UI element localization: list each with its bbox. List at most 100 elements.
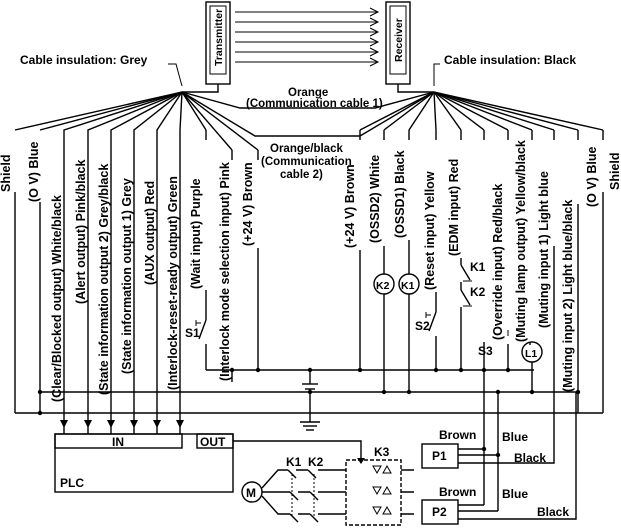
p1-brown-label: Brown (439, 428, 476, 442)
plc-label: PLC (60, 476, 84, 490)
switch-s1: S1 (185, 290, 207, 370)
k2-coil-label: K2 (376, 280, 390, 292)
plc-out-wire (233, 440, 362, 460)
motor-circuit: M K1 K2 (241, 455, 414, 523)
signal-wire (87, 91, 183, 418)
signal-wire (181, 91, 207, 131)
receiver-label: Receiver (393, 18, 405, 62)
light-beams (235, 7, 380, 67)
junction-dots (37, 367, 581, 416)
signal-wire (433, 91, 579, 131)
edm-k1-label: K1 (470, 260, 486, 274)
communication-cable-1 (181, 91, 435, 109)
edm-k2-label: K2 (470, 285, 486, 299)
communication-cable-2 (181, 91, 435, 137)
signal-wire (181, 91, 259, 151)
power-supply (300, 370, 320, 431)
signal-wire (433, 91, 462, 131)
sensor-p2: P2 Brown Blue Black (421, 392, 577, 525)
right-wire-label: (OSSD1) Black (393, 150, 407, 238)
p2-label: P2 (432, 505, 447, 519)
relay-k3: K3 (345, 445, 402, 526)
left-wire-label: (Wait input) Purple (189, 178, 203, 289)
k1-coil-label: K1 (401, 280, 415, 292)
left-wire-label: (+24 V) Brown (241, 162, 255, 246)
plc-input-arrows (60, 418, 184, 434)
transmitter-unit: Transmitter (205, 1, 231, 85)
comm-cable-1-color: Orange (288, 87, 328, 99)
motor-k2-label: K2 (308, 455, 324, 469)
signal-wire (39, 91, 183, 131)
signal-wire (14, 91, 183, 131)
signal-wire (359, 91, 435, 131)
edm-contacts: K1 K2 (460, 258, 486, 370)
p2-brown-label: Brown (439, 485, 476, 499)
receiver-unit: Receiver (385, 1, 411, 85)
signal-wire (179, 91, 183, 418)
left-wire-label: (Interlock mode selection input) Pink (218, 162, 232, 381)
p1-label: P1 (432, 449, 447, 463)
signal-wire (408, 91, 435, 131)
left-wire-label: (Clear/Blocked output) White/black (50, 195, 64, 402)
comm-cable-2-color: Orange/black (270, 143, 343, 155)
left-wire-fan (14, 91, 259, 418)
transmitter-label: Transmitter (213, 9, 225, 66)
muting-lamp-l1: L1 (521, 341, 543, 392)
l1-label: L1 (525, 348, 537, 360)
right-wire-label: (EDM input) Red (447, 159, 461, 256)
p1-black-label: Black (514, 451, 546, 465)
comm-cable-2-line2: cable 2) (280, 169, 323, 181)
sensor-p1: P1 Brown Blue Black (421, 246, 555, 469)
cable-insulation-left-label: Cable insulation: Grey (20, 53, 148, 67)
comm-cable-2-line1: (Communication (261, 156, 352, 168)
left-wire-label: (Alert output) Pink/black (74, 160, 88, 305)
signal-wire (433, 91, 555, 131)
s3-label: S3 (478, 344, 493, 358)
switch-s3: S3 (478, 330, 509, 370)
left-wire-label: (AUX output) Red (143, 181, 157, 285)
motor-label: M (246, 486, 256, 500)
p1-blue-label: Blue (502, 430, 528, 444)
s2-label: S2 (415, 319, 430, 333)
signal-wire (433, 91, 533, 131)
relay-k1-coil: K1 (398, 240, 420, 392)
right-wire-label: (Muting input 2) Light blue/black (561, 200, 575, 392)
right-wire-fan (205, 91, 604, 160)
signal-wire (433, 91, 437, 131)
switch-s2: S2 (415, 292, 437, 370)
left-wire-label: (O V) Blue (27, 142, 41, 202)
signal-wire (181, 91, 233, 151)
left-wire-label: (Interlock-reset-ready output) Green (166, 176, 180, 390)
left-wire-label: (State information output 1) Grey (120, 178, 134, 374)
signal-wire (433, 91, 604, 131)
receiver-cable (397, 84, 434, 93)
plc-in-label: IN (112, 435, 124, 449)
relay-k2-coil: K2 (373, 246, 395, 392)
right-wire-label: (Muting input 1) Light blue (537, 171, 551, 328)
s1-label: S1 (185, 326, 200, 340)
signal-wire (63, 91, 183, 418)
signal-wire (133, 91, 183, 418)
right-wire-labels: (+24 V) Brown (OSSD2) White (OSSD1) Blac… (343, 140, 621, 392)
left-wire-labels: Shield (O V) Blue (Clear/Blocked output)… (0, 142, 255, 402)
plc: IN OUT PLC (54, 433, 234, 493)
cable-insulation-right-label: Cable insulation: Black (444, 53, 576, 67)
k3-label: K3 (374, 445, 390, 459)
left-wire-label: Shield (0, 154, 13, 192)
signal-wire (433, 91, 485, 131)
comm-cable-1-name: (Communication cable 1) (246, 98, 383, 110)
signal-wire (156, 91, 183, 418)
signal-wire (110, 91, 183, 418)
right-wire-label: (O V) Blue (585, 147, 599, 207)
right-wire-label: Shield (608, 152, 621, 190)
p2-black-label: Black (537, 505, 569, 519)
right-wire-label: (Reset input) Yellow (423, 171, 437, 290)
transmitter-cable (182, 84, 219, 93)
right-wire-label: (Override input) Red/black (491, 184, 505, 340)
k3-triac (372, 464, 392, 516)
right-wire-label: (OSSD2) White (368, 155, 382, 243)
right-wire-label: (Muting lamp output) Yellow/black (514, 140, 528, 342)
signal-wire (383, 91, 435, 131)
